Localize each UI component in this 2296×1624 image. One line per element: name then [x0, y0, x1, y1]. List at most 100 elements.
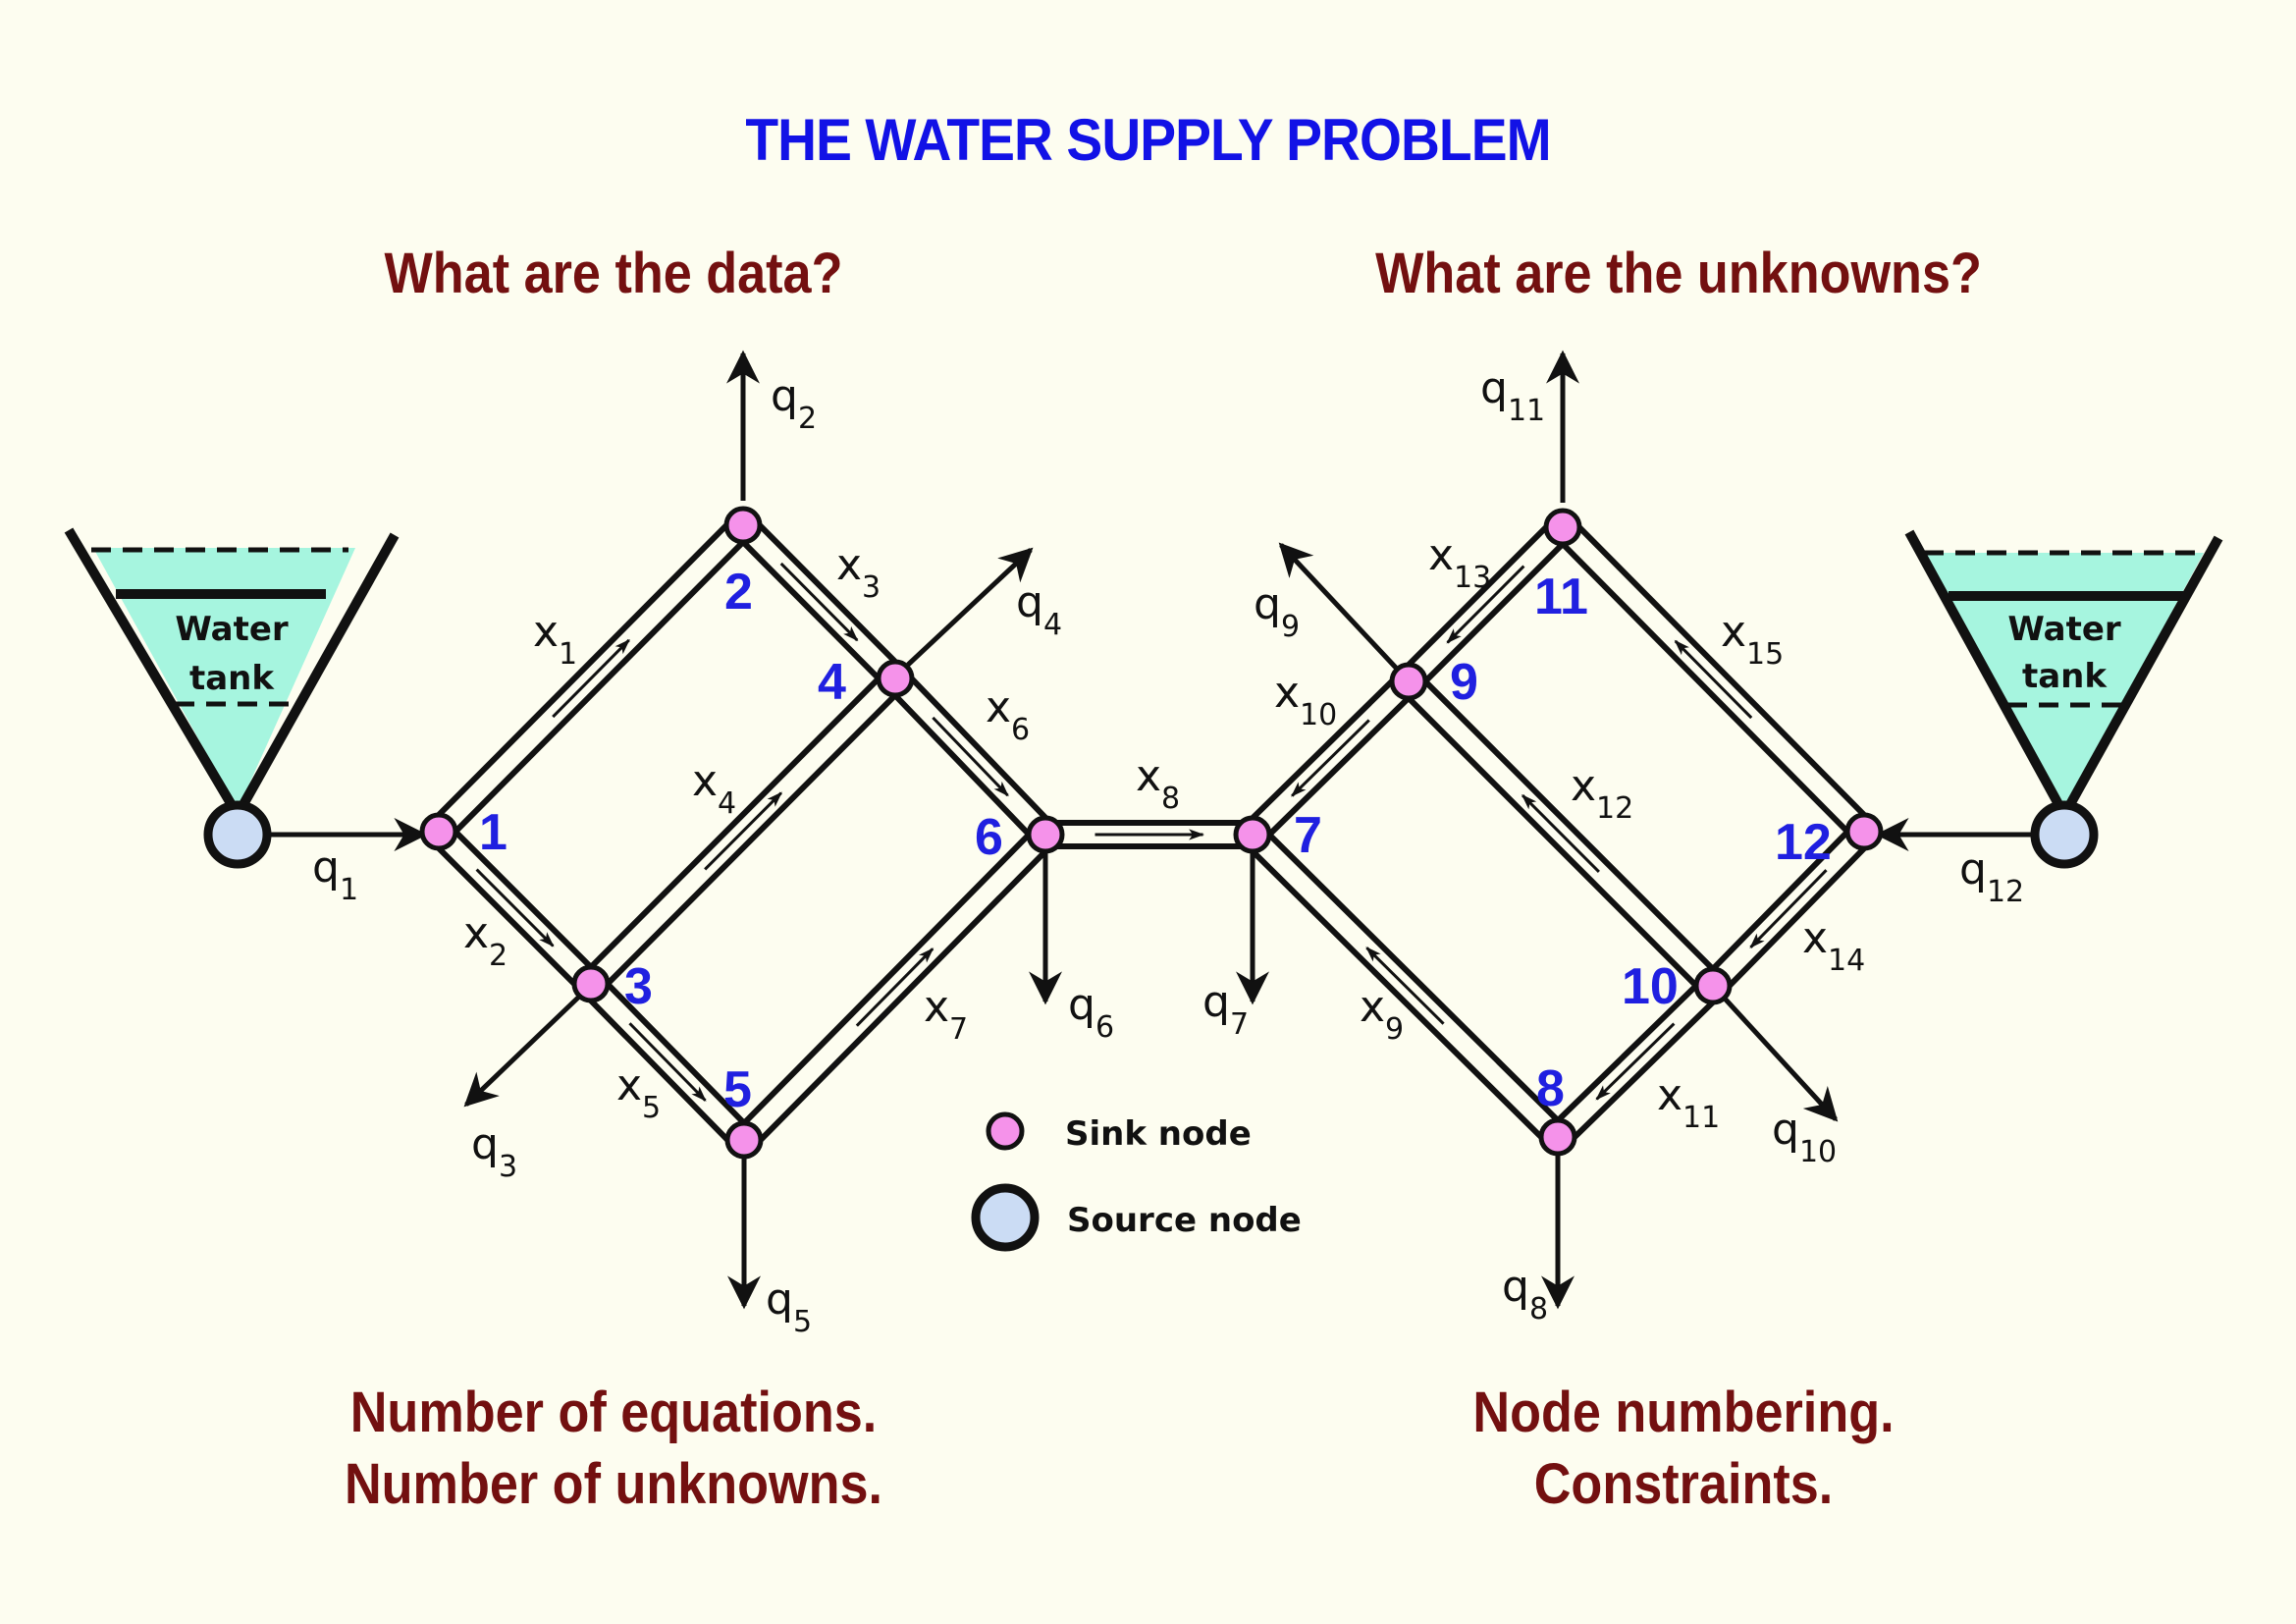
pipe-label-x9: x9 [1360, 982, 1404, 1047]
sink-node-4 [876, 659, 915, 698]
flow-direction-icon [932, 716, 1009, 797]
pipe-x6 [884, 668, 1056, 845]
flow-direction-icon [628, 1022, 707, 1102]
pipe-x3 [732, 514, 906, 689]
pipe-x4 [580, 668, 906, 995]
flow-direction-icon [704, 791, 782, 871]
node-number-7: 7 [1294, 807, 1322, 864]
flow-direction-icon [475, 868, 555, 947]
flow-direction-icon [1291, 719, 1370, 797]
sink-node-6 [1026, 815, 1065, 854]
pipe-x9 [1242, 824, 1569, 1148]
legend-source-label: Source node [1067, 1201, 1302, 1240]
pipe-label-x8: x8 [1136, 751, 1180, 816]
pipe-x8 [1045, 820, 1253, 849]
pipe-label-x7: x7 [924, 982, 968, 1047]
pipe-label-x12: x12 [1571, 761, 1633, 826]
pipe-label-x15: x15 [1721, 607, 1784, 672]
node-number-9: 9 [1450, 654, 1478, 711]
pipe-x2 [428, 821, 602, 995]
flow-label-q1: q1 [312, 842, 358, 907]
sink-node-10 [1693, 966, 1733, 1005]
heading-node-numbering: Node numbering. [1472, 1380, 1895, 1444]
sink-node-8 [1538, 1117, 1577, 1157]
pipe-x11 [1547, 975, 1724, 1148]
flow-direction-icon [1446, 565, 1525, 644]
legend: Sink node Source node [971, 1111, 1302, 1252]
pipe-label-x11: x11 [1657, 1070, 1720, 1135]
pipe-x10 [1242, 671, 1419, 845]
flow-arrow-q3 [463, 995, 581, 1108]
pipe-label-x5: x5 [616, 1060, 661, 1125]
flow-direction-icon [779, 562, 859, 642]
node-number-10: 10 [1622, 958, 1679, 1015]
pipe-label-x10: x10 [1274, 668, 1337, 732]
flow-direction-icon [1749, 869, 1828, 948]
tank-label-line1: Water [175, 610, 289, 649]
legend-source-icon [971, 1183, 1040, 1252]
legend-sink-icon [986, 1111, 1025, 1151]
flow-direction-icon [1674, 639, 1753, 720]
pipe-x13 [1398, 516, 1574, 692]
source-node [2030, 800, 2099, 869]
flow-arrow-q10 [1724, 998, 1839, 1122]
node-number-1: 1 [479, 804, 507, 861]
pipe-label-x13: x13 [1428, 530, 1491, 595]
heading-constraints: Constraints. [1533, 1452, 1834, 1516]
pipe-x1 [428, 514, 754, 842]
heading-equations: Number of equations. [349, 1380, 878, 1444]
sink-node-11 [1543, 508, 1582, 547]
flow-label-q4: q4 [1016, 577, 1062, 642]
tank-label-line1: Water [2007, 610, 2121, 649]
flow-direction-icon [1365, 947, 1445, 1025]
pipe-x14 [1702, 821, 1875, 997]
water-tank-left: Water tank [64, 527, 400, 818]
flow-label-q7: q7 [1202, 977, 1249, 1042]
flow-label-q3: q3 [471, 1119, 517, 1184]
flow-label-q12: q12 [1959, 844, 2024, 909]
legend-sink-label: Sink node [1065, 1114, 1252, 1154]
pipe-label-x2: x2 [463, 908, 507, 973]
diagram-title: THE WATER SUPPLY PROBLEM [745, 107, 1551, 173]
tank-label-line2: tank [189, 659, 275, 698]
flow-label-q6: q6 [1068, 980, 1114, 1045]
node-number-3: 3 [624, 958, 653, 1015]
flow-direction-icon [855, 947, 934, 1027]
sink-node-2 [723, 506, 763, 545]
node-number-5: 5 [723, 1061, 752, 1118]
sink-node-9 [1389, 662, 1428, 701]
pipe-label-x4: x4 [692, 756, 736, 821]
tank-label-line2: tank [2022, 657, 2108, 696]
water-tank-right: Water tank [1904, 529, 2223, 818]
flow-label-q8: q8 [1502, 1262, 1548, 1326]
flow-label-q5: q5 [766, 1274, 812, 1339]
node-number-4: 4 [818, 654, 846, 711]
flow-label-q11: q11 [1480, 363, 1545, 428]
heading-unknowns: What are the unknowns? [1375, 242, 1982, 305]
flow-label-q9: q9 [1254, 579, 1300, 644]
pipe-x12 [1398, 671, 1724, 997]
node-number-11: 11 [1534, 568, 1588, 625]
sink-node-5 [724, 1120, 764, 1160]
flow-label-q10: q10 [1772, 1105, 1837, 1169]
pipe-x7 [733, 824, 1056, 1151]
pipe-label-x14: x14 [1802, 913, 1865, 978]
pipe-label-x1: x1 [533, 607, 577, 672]
flow-label-q2: q2 [771, 371, 817, 436]
pipe-x5 [580, 973, 755, 1151]
pipe-x15 [1552, 516, 1875, 842]
node-number-12: 12 [1775, 814, 1832, 871]
node-number-8: 8 [1536, 1060, 1565, 1117]
flow-direction-icon [1595, 1022, 1676, 1101]
node-number-2: 2 [724, 564, 753, 621]
pipe-label-x3: x3 [836, 540, 881, 605]
heading-data: What are the data? [384, 242, 843, 305]
source-node [203, 800, 272, 869]
flow-arrow-q4 [906, 547, 1034, 667]
heading-unknowns-count: Number of unknowns. [344, 1452, 883, 1516]
pipe-label-x6: x6 [986, 682, 1030, 747]
sink-node-3 [571, 964, 611, 1003]
node-number-6: 6 [975, 809, 1003, 866]
sink-node-1 [419, 812, 458, 851]
